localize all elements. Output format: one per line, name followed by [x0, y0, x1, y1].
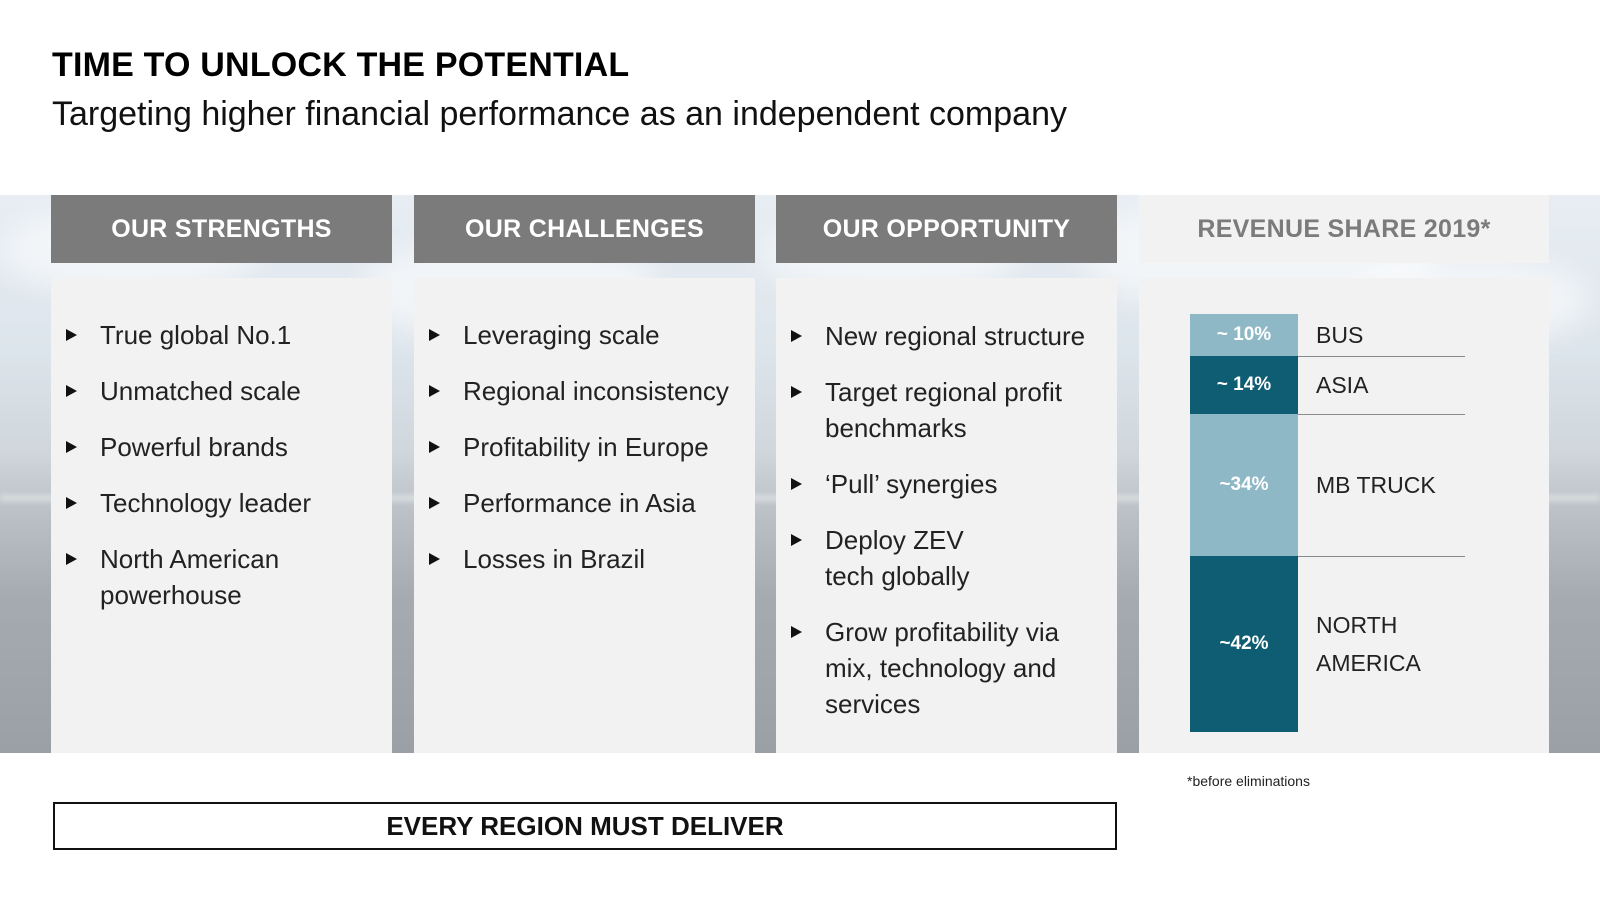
list-item: Grow profitability via mix, technology a…: [777, 614, 1077, 722]
segment-divider: [1298, 355, 1465, 357]
footnote: *before eliminations: [1187, 773, 1310, 789]
bullet-triangle-icon: [429, 553, 440, 565]
page-title: TIME TO UNLOCK THE POTENTIAL: [52, 46, 630, 84]
segment-label: MB TRUCK: [1316, 472, 1436, 499]
challenges-list: Leveraging scale Regional inconsistency …: [415, 317, 755, 597]
list-item: Target regional profit benchmarks: [777, 374, 1077, 446]
segment-value: ~ 14%: [1216, 374, 1272, 396]
segment-bar: ~ 10%: [1190, 314, 1298, 356]
bullet-triangle-icon: [66, 553, 77, 565]
bullet-triangle-icon: [66, 497, 77, 509]
list-item: True global No.1: [52, 317, 382, 353]
list-item: New regional structure: [777, 318, 1117, 354]
bullet-triangle-icon: [791, 478, 802, 490]
bullet-triangle-icon: [791, 330, 802, 342]
segment-value: ~42%: [1219, 633, 1269, 655]
segment-bar: ~42%: [1190, 556, 1298, 732]
list-item: Regional inconsistency: [415, 373, 755, 409]
bullet-triangle-icon: [66, 441, 77, 453]
opportunity-panel: [776, 278, 1117, 753]
bullet-triangle-icon: [429, 329, 440, 341]
segment-bar: ~34%: [1190, 414, 1298, 557]
segment-label: ASIA: [1316, 372, 1369, 399]
bullet-triangle-icon: [429, 441, 440, 453]
bullet-triangle-icon: [791, 386, 802, 398]
list-item: Powerful brands: [52, 429, 382, 465]
callout-text: EVERY REGION MUST DELIVER: [386, 810, 784, 841]
segment-bar: ~ 14%: [1190, 355, 1298, 415]
segment-value: ~ 10%: [1216, 323, 1272, 345]
segment-value: ~34%: [1219, 474, 1269, 496]
strengths-panel: [51, 278, 392, 753]
list-item: ‘Pull’ synergies: [777, 466, 1117, 502]
column-heading-challenges: OUR CHALLENGES: [414, 195, 755, 263]
segment-divider: [1298, 556, 1465, 558]
opportunity-list: New regional structure Target regional p…: [777, 318, 1117, 742]
list-item: Unmatched scale: [52, 373, 382, 409]
bullet-triangle-icon: [791, 534, 802, 546]
strengths-list: True global No.1 Unmatched scale Powerfu…: [52, 317, 382, 633]
segment-label: NORTH AMERICA: [1316, 612, 1421, 677]
column-heading-strengths: OUR STRENGTHS: [51, 195, 392, 263]
segment-divider: [1298, 414, 1465, 416]
bullet-triangle-icon: [429, 497, 440, 509]
list-item: North American powerhouse: [52, 541, 312, 613]
list-item: Deploy ZEV tech globally: [777, 522, 997, 594]
bullet-triangle-icon: [791, 626, 802, 638]
bullet-triangle-icon: [429, 385, 440, 397]
bullet-triangle-icon: [66, 329, 77, 341]
column-heading-revenue-share: REVENUE SHARE 2019*: [1139, 195, 1549, 263]
bullet-triangle-icon: [66, 385, 77, 397]
list-item: Technology leader: [52, 485, 382, 521]
column-heading-opportunity: OUR OPPORTUNITY: [776, 195, 1117, 263]
list-item: Losses in Brazil: [415, 541, 755, 577]
challenges-panel: [414, 278, 755, 753]
segment-label: BUS: [1316, 321, 1364, 348]
list-item: Performance in Asia: [415, 485, 755, 521]
list-item: Leveraging scale: [415, 317, 755, 353]
list-item: Profitability in Europe: [415, 429, 755, 465]
page-subtitle: Targeting higher financial performance a…: [52, 95, 1067, 133]
callout-box: EVERY REGION MUST DELIVER: [53, 802, 1117, 850]
